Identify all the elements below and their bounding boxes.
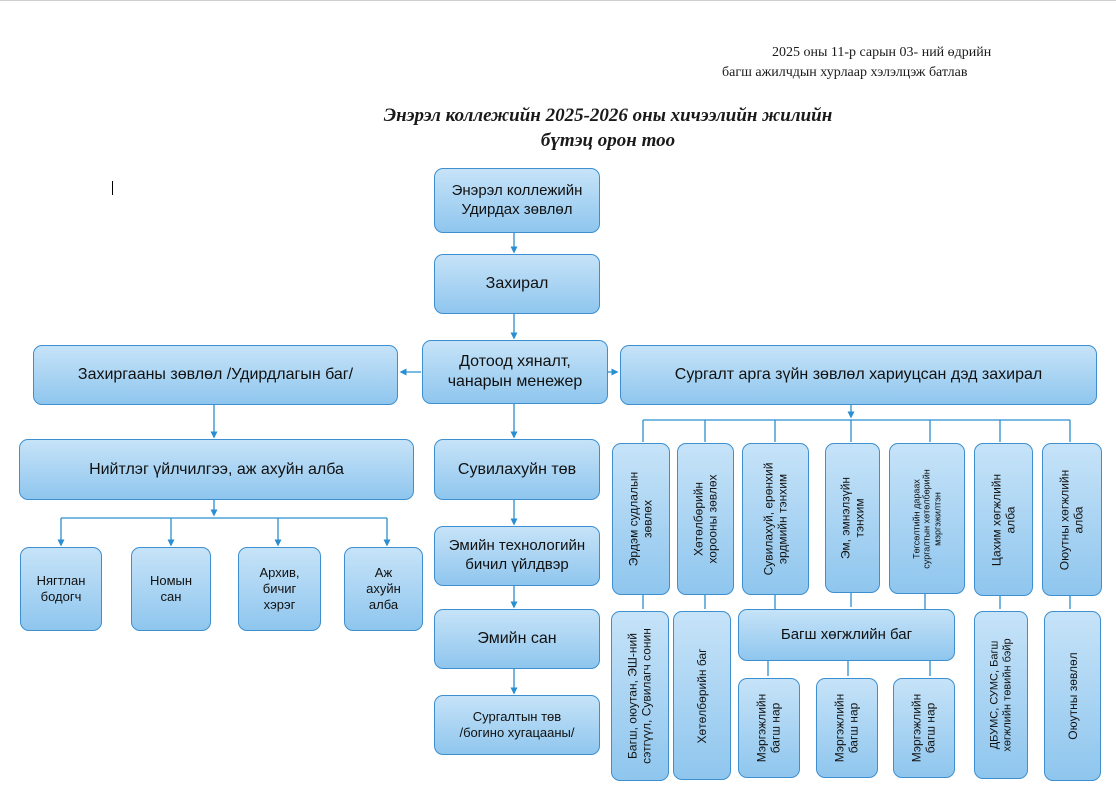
approval-line-1: 2025 оны 11-р сарын 03- ний өдрийн (772, 45, 992, 60)
director-node: Захирал (434, 254, 600, 314)
training-center-label-line-2: /богино хугацааны/ (459, 725, 575, 740)
student-council-label: Оюутны зөвлөл (1065, 652, 1080, 740)
specialist-teachers-3-line-2: багш нар (924, 702, 938, 754)
specialist-teachers-3-line-1: Мэргэжлийн (909, 693, 924, 763)
top-border-line (0, 0, 1116, 1)
library-label-line-1: Номын (149, 572, 193, 588)
specialist-teachers-2-line-2: багш нар (847, 702, 861, 754)
page-title-line-1: Энэрэл коллежийн 2025-2026 оны хичээлийн… (383, 105, 833, 126)
research-advisor-label-line-1: Эрдэм судлалын (626, 471, 641, 567)
student-development-label-line-1: Оюутны хөгжлийн (1057, 469, 1072, 570)
archive-label-line-2: бичиг (262, 580, 297, 596)
accountant-label-line-1: Нягтлан (36, 572, 86, 588)
quality-label-line-2: чанарын менежер (447, 373, 583, 390)
postgraduate-label-line-1: Төгсөлтийн дараах (911, 478, 922, 559)
teacher-dev-team-label: Багш хөгжлийн баг (780, 625, 913, 643)
research-journal-label-line-1: Багш, оюутан, ЭШ-ний (625, 633, 640, 759)
archive-label-line-1: Архив, (259, 564, 300, 580)
quality-label-line-1: Дотоод хяналт, (459, 353, 571, 370)
deputy-director-node: Сургалт арга зүйн зөвлөл хариуцсан дэд з… (620, 345, 1097, 405)
deputy-director-label: Сургалт арга зүйн зөвлөл хариуцсан дэд з… (674, 366, 1043, 383)
program-committee-label-line-1: Хөтөлбөрийн (691, 481, 706, 557)
pharmacy-department-label-line-1: Эм, эмнэлзүйн (838, 476, 853, 560)
postgraduate-label-line-2: сургалтын хөтөлбөрийн (921, 468, 932, 569)
pharmacy-label: Эмийн сан (477, 630, 557, 647)
digital-systems-label-line-2: хөгжлийн төвийн бэйр (1001, 638, 1013, 752)
training-center-label-line-1: Сургалтын төв (472, 708, 562, 724)
director-label: Захирал (485, 275, 549, 292)
student-development-label-line-2: алба (1072, 506, 1086, 533)
specialist-teachers-1-line-1: Мэргэжлийн (754, 693, 769, 763)
admin-council-node: Захиргааны зөвлөл /Удирдлагын баг/ (33, 345, 398, 405)
board-label-line-2: Удирдах зөвлөл (461, 200, 573, 218)
nursing-center-node: Сувилахуйн төв (434, 439, 600, 500)
quality-manager-node: Дотоод хяналт, чанарын менежер (422, 340, 608, 404)
maintenance-label-line-2: ахуйн (366, 580, 401, 596)
teacher-dev-team-node: Багш хөгжлийн баг (738, 609, 955, 661)
specialist-teachers-2-line-1: Мэргэжлийн (832, 693, 847, 763)
page-title-line-2: бүтэц орон тоо (540, 130, 676, 151)
pharma-plant-label-line-1: Эмийн технологийн (448, 537, 586, 555)
accountant-label-line-2: бодогч (40, 589, 82, 604)
training-center-node: Сургалтын төв/богино хугацааны/ (434, 695, 600, 755)
text-cursor (112, 181, 113, 195)
student-council-node: Оюутны зөвлөл (1044, 611, 1101, 781)
pharma-plant-label-line-2: бичил үйлдвэр (465, 556, 569, 573)
library-label-line-2: сан (160, 589, 182, 604)
research-advisor-label-line-2: зөвлөх (641, 500, 655, 538)
approval-line-2: багш ажилчдын хурлаар хэлэлцэж батлав (722, 65, 968, 80)
digital-development-label-line-1: Цахим хөгжлийн (989, 473, 1004, 566)
admin-council-label: Захиргааны зөвлөл /Удирдлагын баг/ (77, 366, 354, 383)
specialist-teachers-1-line-2: багш нар (769, 702, 783, 754)
program-team-node: Хөтөлбөрийн баг (673, 611, 731, 780)
archive-label-line-3: хэрэг (263, 597, 296, 613)
general-service-label: Нийтлэг үйлчилгээ, аж ахуйн алба (89, 460, 344, 478)
maintenance-label-line-1: Аж (374, 564, 393, 580)
program-team-label: Хөтөлбөрийн баг (694, 647, 709, 744)
digital-systems-label-line-1: ДБУМС, СУМС, Багш (988, 640, 1001, 750)
research-journal-label-line-2: сэтгүүл, Сувилагч сонин (640, 628, 654, 764)
nursing-department-label-line-1: Сувилахуй, ерөнхий (761, 462, 776, 576)
pharmacy-department-label-line-2: тэнхим (852, 498, 867, 538)
pharmacy-node: Эмийн сан (434, 609, 600, 669)
digital-development-label-line-2: алба (1003, 506, 1018, 533)
maintenance-label-line-3: алба (368, 597, 399, 613)
nursing-center-label: Сувилахуйн төв (457, 460, 577, 478)
program-committee-label-line-2: хорооны зөвлөх (705, 474, 720, 564)
nursing-department-label-line-2: эрдмийн тэнхим (775, 473, 790, 565)
board-label-line-1: Энэрэл коллежийн (451, 181, 583, 199)
general-service-node: Нийтлэг үйлчилгээ, аж ахуйн алба (19, 439, 414, 500)
postgraduate-label-line-3: мэргэжилтэн (932, 491, 943, 546)
